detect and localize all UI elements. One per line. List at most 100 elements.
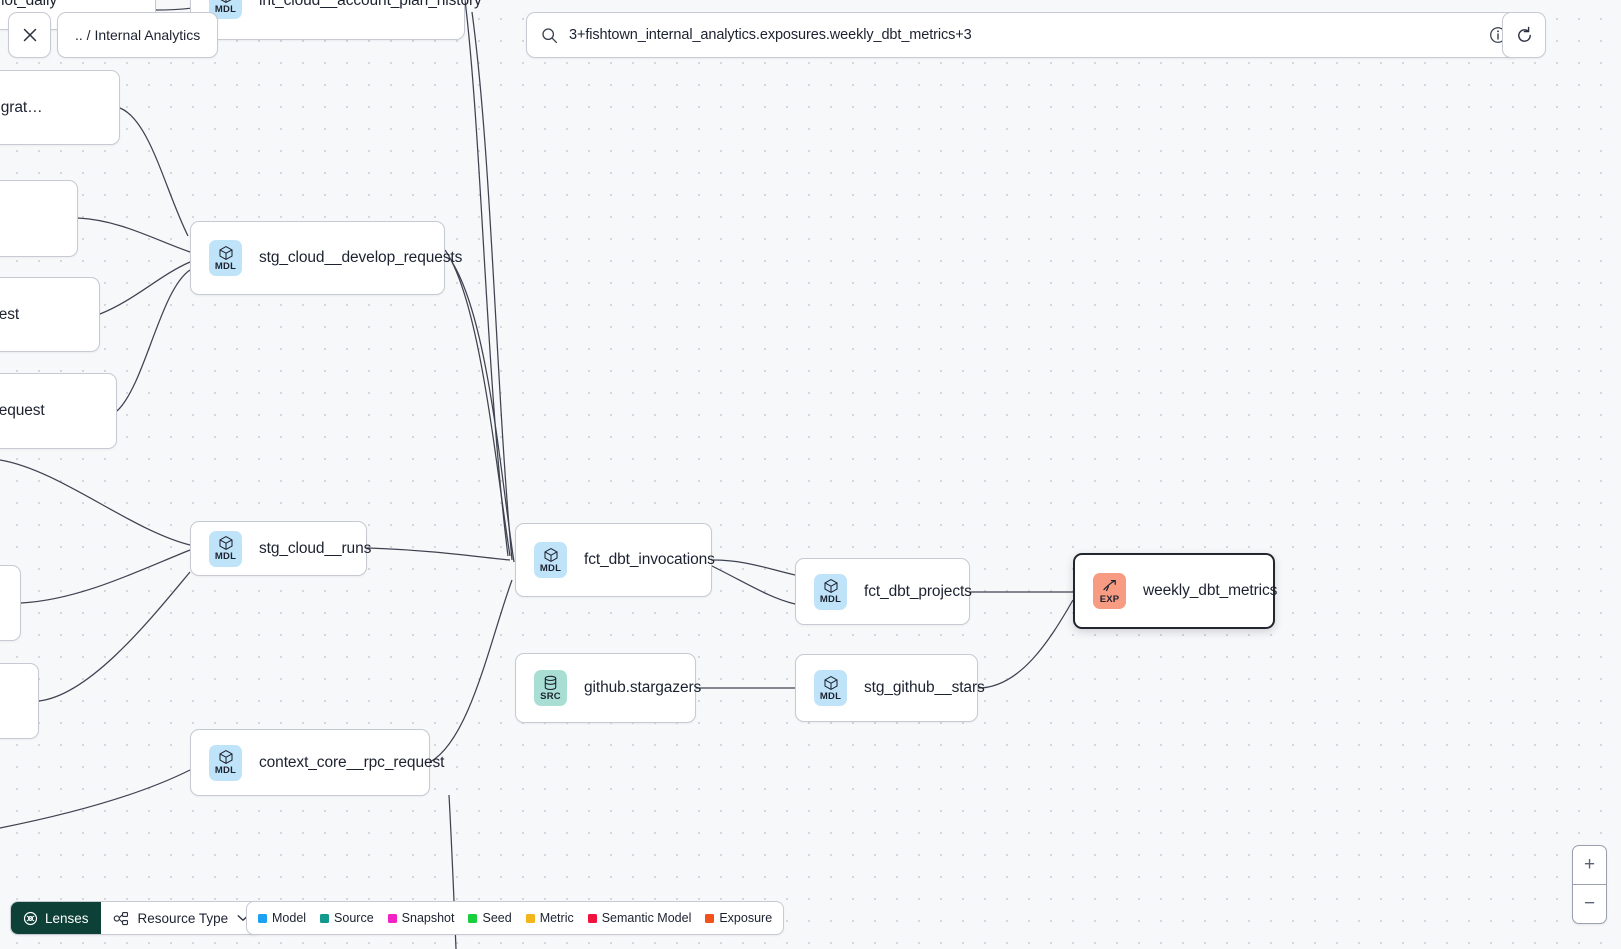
cube-icon — [823, 675, 838, 690]
graph-node-n_run[interactable]: _run — [0, 663, 39, 739]
lineage-edge — [366, 547, 511, 561]
legend-item-exposure[interactable]: Exposure — [705, 911, 772, 925]
graph-node-github_stargazers[interactable]: SRC github.stargazers — [515, 653, 701, 723]
refresh-button[interactable] — [1502, 12, 1546, 58]
search-bar[interactable] — [526, 12, 1522, 58]
legend-item-seed[interactable]: Seed — [468, 911, 512, 925]
lineage-edge — [711, 565, 796, 605]
graph-node-int_cloud_account_plan[interactable]: MDL int_cloud__account_plan_history — [190, 0, 482, 40]
node-label: github.stargazers — [584, 679, 702, 696]
badge-glyph — [218, 0, 234, 4]
badge-label: MDL — [214, 765, 237, 776]
database-icon — [544, 675, 557, 690]
graph-node-n_n[interactable]: n — [0, 565, 21, 641]
graph-node-velop_request[interactable]: velop_request — [0, 277, 100, 352]
node-type-badge-src: SRC — [534, 670, 567, 706]
cube-icon — [218, 750, 233, 764]
lineage-edge — [444, 249, 511, 557]
node-label: weekly_dbt_metrics — [1143, 582, 1278, 599]
legend-swatch — [525, 913, 535, 923]
legend-swatch — [705, 913, 715, 923]
resource-type-label: Resource Type — [137, 910, 229, 926]
lineage-edge — [119, 107, 189, 237]
legend-item-semantic-model[interactable]: Semantic Model — [587, 911, 692, 925]
node-label: stg_github__stars — [864, 679, 985, 696]
lineage-edge — [99, 261, 191, 315]
node-label: stg_cloud__develop_requests — [259, 249, 463, 266]
lineage-edge — [77, 217, 191, 253]
close-button[interactable] — [8, 12, 51, 58]
legend-item-metric[interactable]: Metric — [525, 911, 574, 925]
graph-node-develop_request[interactable]: _develop_request — [0, 373, 117, 449]
lens-icon — [23, 911, 38, 925]
zoom-out-button[interactable]: − — [1573, 884, 1606, 923]
lenses-label: Lenses — [45, 910, 89, 926]
badge-label: MDL — [214, 260, 237, 272]
legend-item-source[interactable]: Source — [320, 911, 374, 925]
node-label: fct_dbt_projects — [864, 582, 972, 600]
cube-icon — [823, 579, 838, 593]
lineage-edge — [429, 579, 513, 763]
legend-swatch — [587, 913, 597, 923]
badge-glyph — [823, 578, 839, 594]
legend-item-model[interactable]: Model — [258, 911, 306, 925]
badge-label: MDL — [214, 551, 237, 562]
lineage-edge — [471, 11, 513, 561]
badge-label: MDL — [214, 3, 237, 15]
legend-label: Semantic Model — [601, 911, 692, 925]
zoom-controls: + − — [1572, 845, 1607, 924]
badge-glyph — [218, 749, 234, 765]
node-type-badge-mdl: MDL — [209, 240, 242, 276]
cube-icon — [220, 0, 231, 3]
graph-node-stg_cloud_develop_requests[interactable]: MDL stg_cloud__develop_requests — [190, 221, 462, 295]
legend-item-snapshot[interactable]: Snapshot — [387, 911, 455, 925]
graph-node-fct_dbt_invocations[interactable]: MDL fct_dbt_invocations — [515, 523, 715, 597]
node-label: fct_dbt_invocations — [584, 551, 715, 568]
graph-node-stg_cloud_runs[interactable]: MDL stg_cloud__runs — [190, 521, 371, 576]
legend-swatch — [258, 913, 267, 923]
zoom-in-button[interactable]: + — [1583, 854, 1596, 875]
cube-icon — [218, 536, 233, 550]
badge-label: SRC — [540, 690, 561, 702]
badge-label: EXP — [1099, 593, 1120, 605]
legend-label: Source — [334, 911, 374, 925]
graph-node-weekly_dbt_metrics[interactable]: EXP weekly_dbt_metrics — [1073, 553, 1278, 629]
lineage-edge — [451, 261, 515, 563]
lineage-edge — [0, 459, 191, 546]
lenses-button[interactable]: Lenses — [11, 902, 101, 934]
cube-icon — [218, 245, 233, 260]
badge-glyph — [543, 675, 558, 691]
graph-node-op_request[interactable]: op_request — [0, 180, 78, 257]
lineage-edge — [116, 269, 191, 412]
lineage-edge — [464, 0, 509, 557]
lenses-toolbar: Lenses Resource Type — [10, 901, 263, 935]
badge-label: MDL — [539, 562, 562, 574]
badge-glyph — [1102, 578, 1118, 594]
breadcrumb-label: .. / Internal Analytics — [75, 27, 201, 43]
node-type-badge-mdl: MDL — [209, 744, 242, 781]
lineage-edge — [0, 769, 191, 829]
search-input[interactable] — [569, 27, 1478, 43]
graph-node-multicell_migrate[interactable]: multicell_migrat… — [0, 70, 120, 145]
legend-swatch — [387, 913, 397, 923]
lineage-edge — [977, 599, 1074, 689]
breadcrumb[interactable]: .. / Internal Analytics — [57, 12, 219, 58]
node-label: snapshot_daily — [0, 0, 58, 9]
badge-label: MDL — [819, 594, 842, 605]
legend-label: Seed — [482, 911, 512, 925]
graph-node-fct_dbt_projects[interactable]: MDL fct_dbt_projects — [795, 558, 972, 625]
legend-label: Snapshot — [401, 911, 455, 925]
node-label: stg_cloud__runs — [259, 539, 372, 557]
legend-swatch — [468, 913, 478, 923]
resource-type-dropdown[interactable]: Resource Type — [100, 902, 262, 934]
badge-glyph — [543, 547, 559, 563]
legend-swatch — [320, 913, 330, 923]
node-label: int_cloud__account_plan_history — [259, 0, 482, 9]
resource-type-icon — [113, 911, 128, 925]
trend-line-icon — [1102, 579, 1116, 591]
node-type-badge-mdl: MDL — [534, 542, 567, 578]
